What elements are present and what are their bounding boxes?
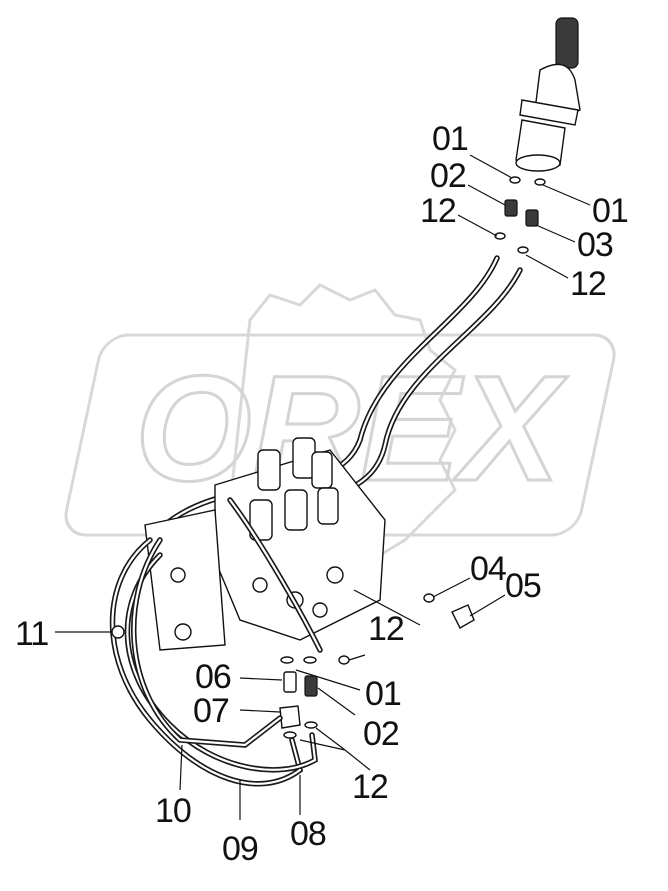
valve-port-6: [174, 623, 192, 641]
callout-06: 06: [195, 658, 231, 696]
callout-12-valve: 12: [368, 610, 404, 648]
o-ring-12-right: [517, 246, 529, 254]
clamp-11: [111, 625, 125, 639]
o-ring-01-right: [534, 178, 546, 186]
adapter-02: [504, 199, 518, 217]
callout-04: 04: [470, 550, 506, 588]
valve-spool-1: [257, 449, 281, 491]
callout-08: 08: [290, 815, 326, 853]
o-ring-12-left: [494, 232, 506, 240]
callout-11: 11: [15, 615, 48, 653]
joystick-flange: [519, 99, 579, 126]
valve-side-block: [144, 509, 226, 651]
leader-lines: [55, 154, 591, 820]
tee-07: [279, 705, 301, 729]
callout-12-top-left: 12: [420, 192, 456, 230]
adapter-02-lower: [304, 675, 318, 697]
joystick: [515, 17, 581, 172]
callout-12-lower: 12: [352, 768, 388, 806]
o-ring-lower-3: [283, 731, 297, 739]
valve-spool-4: [249, 499, 273, 541]
o-ring-01-left: [509, 176, 521, 184]
callout-09: 09: [222, 830, 258, 868]
callout-01-lower: 01: [365, 675, 401, 713]
adapter-06: [283, 671, 297, 693]
callout-10: 10: [155, 792, 191, 830]
right-fittings: [338, 593, 475, 665]
o-ring-lower-2: [303, 656, 317, 664]
joystick-grip: [555, 17, 579, 69]
lower-fittings: [279, 656, 318, 739]
callout-03: 03: [577, 226, 613, 264]
callout-05: 05: [505, 567, 541, 605]
o-ring-lower-4: [304, 721, 318, 729]
o-ring-12-valve: [338, 655, 350, 665]
callout-12-top-right: 12: [570, 265, 606, 303]
pilot-hoses-lower: [109, 497, 323, 787]
o-ring-04: [423, 593, 435, 603]
callouts: 01 02 12 01 03 12 04 05 11 12 06 01 07 0…: [15, 120, 629, 868]
valve-spool-5: [284, 489, 308, 531]
callout-01-top-right: 01: [592, 192, 628, 230]
valve-port-2: [326, 566, 344, 584]
upper-fittings: [494, 176, 546, 254]
valve-spool-6: [317, 487, 339, 525]
adapter-03: [525, 209, 539, 227]
valve-port-3: [312, 602, 328, 618]
plug-05: [451, 604, 475, 629]
control-valve: [144, 437, 386, 651]
callout-02-lower: 02: [363, 715, 399, 753]
o-ring-lower-1: [280, 656, 294, 664]
valve-spool-3: [311, 451, 333, 489]
valve-port-4: [252, 577, 268, 593]
callout-02-top: 02: [430, 157, 466, 195]
callout-07: 07: [193, 692, 229, 730]
callout-01-top-left: 01: [432, 120, 468, 158]
joystick-base: [515, 154, 561, 172]
valve-port-5: [170, 567, 186, 583]
